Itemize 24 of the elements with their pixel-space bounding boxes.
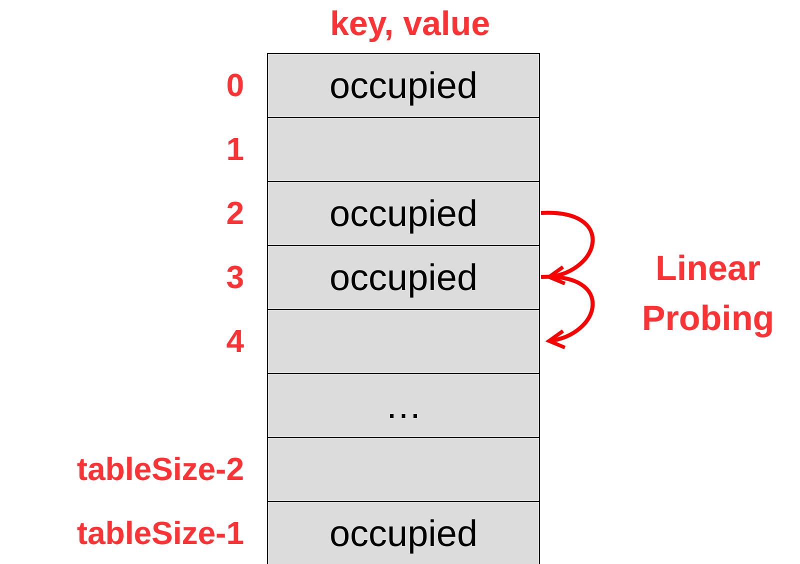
table-row: [267, 501, 540, 564]
table-row: [267, 117, 540, 182]
table-row: [267, 245, 540, 310]
table-row: [267, 373, 540, 438]
cell-text: occupied: [329, 512, 478, 556]
annotation-text: Linear Probing: [640, 248, 776, 340]
cell-text: occupied: [329, 64, 478, 108]
row-index: 3: [226, 258, 244, 297]
row-index: 4: [226, 322, 244, 361]
row-index: 0: [226, 66, 244, 105]
cell-text: …: [385, 384, 422, 428]
cell-text: occupied: [329, 256, 478, 300]
table-row: [267, 181, 540, 246]
table-row: [267, 437, 540, 502]
row-index: 1: [226, 130, 244, 169]
table-row: [267, 309, 540, 374]
table-row: [267, 53, 540, 118]
row-index: tableSize-2: [76, 450, 244, 489]
curved-arrow: [540, 211, 595, 284]
row-index: 2: [226, 194, 244, 233]
column-heading: key, value: [328, 4, 492, 44]
curved-arrow: [540, 275, 595, 348]
cell-text: occupied: [329, 192, 478, 236]
row-index: tableSize-1: [76, 514, 244, 553]
